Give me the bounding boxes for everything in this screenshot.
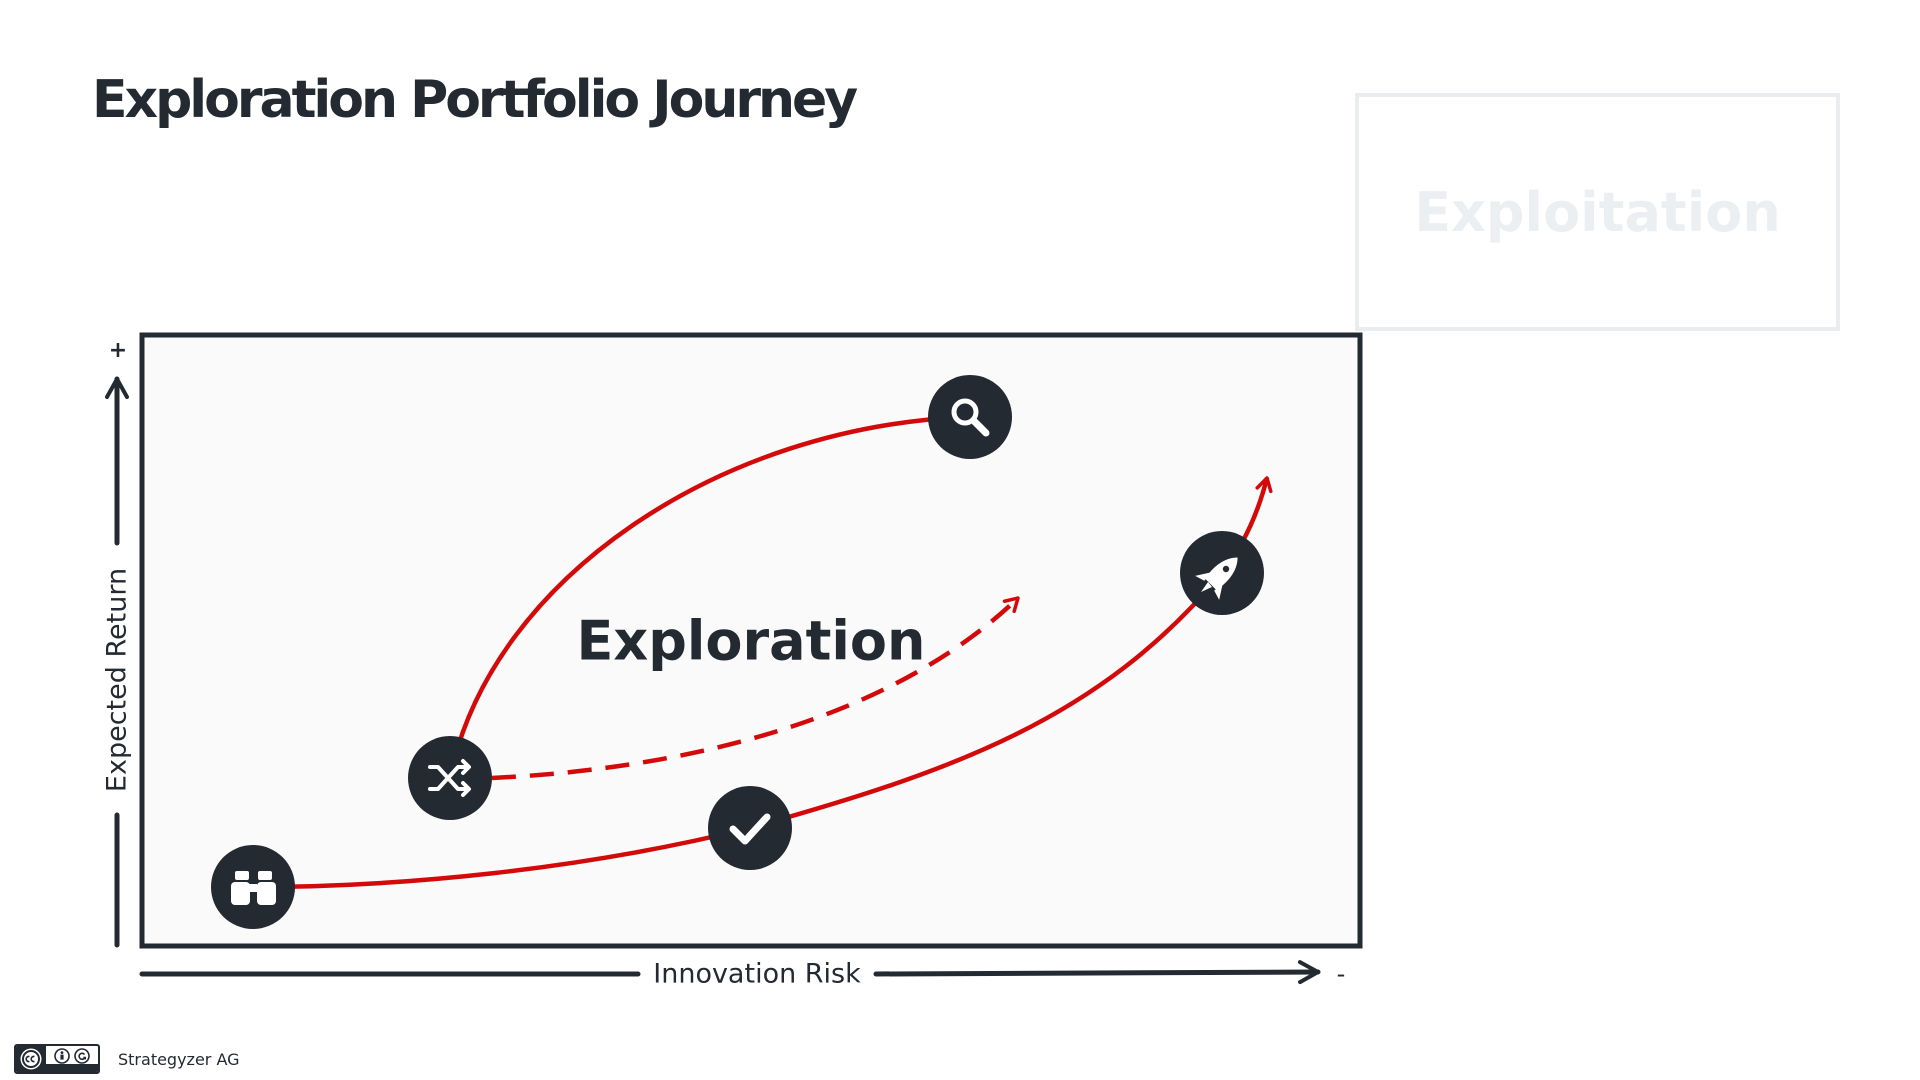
shuffle-icon [428, 759, 471, 797]
exploitation-box: Exploitation [1355, 93, 1840, 331]
x-axis-label: Innovation Risk [653, 959, 861, 990]
path-pivot-to-search [447, 414, 971, 779]
y-axis-end-symbol: + [109, 338, 127, 363]
y-axis-label: Expected Return [102, 568, 133, 792]
magnifier-icon [951, 398, 990, 437]
attribution-icon [54, 1048, 70, 1064]
node-validate [708, 786, 792, 870]
exploration-label: Exploration [577, 610, 926, 673]
node-accelerate [1180, 531, 1264, 615]
path-discover-to-validate [252, 825, 751, 890]
cc-license-badge [14, 1044, 100, 1074]
x-axis-end-symbol: - [1337, 960, 1346, 988]
x-axis-line-right [873, 960, 1321, 985]
path-validate-to-accelerate [749, 571, 1224, 831]
license-footer: Strategyzer AG [14, 1044, 240, 1074]
node-search [928, 375, 1012, 459]
path-pivot-dashed [491, 596, 1020, 781]
page-title: Exploration Portfolio Journey [92, 69, 858, 130]
rocket-icon [1195, 557, 1238, 600]
node-discover [211, 845, 295, 929]
organization-name: Strategyzer AG [118, 1049, 240, 1069]
cc-icon [20, 1048, 42, 1070]
exploitation-label: Exploitation [1414, 180, 1781, 244]
share-alike-icon [74, 1048, 90, 1064]
checkmark-icon [729, 813, 771, 845]
binoculars-icon [231, 871, 276, 905]
node-pivot [408, 736, 492, 820]
